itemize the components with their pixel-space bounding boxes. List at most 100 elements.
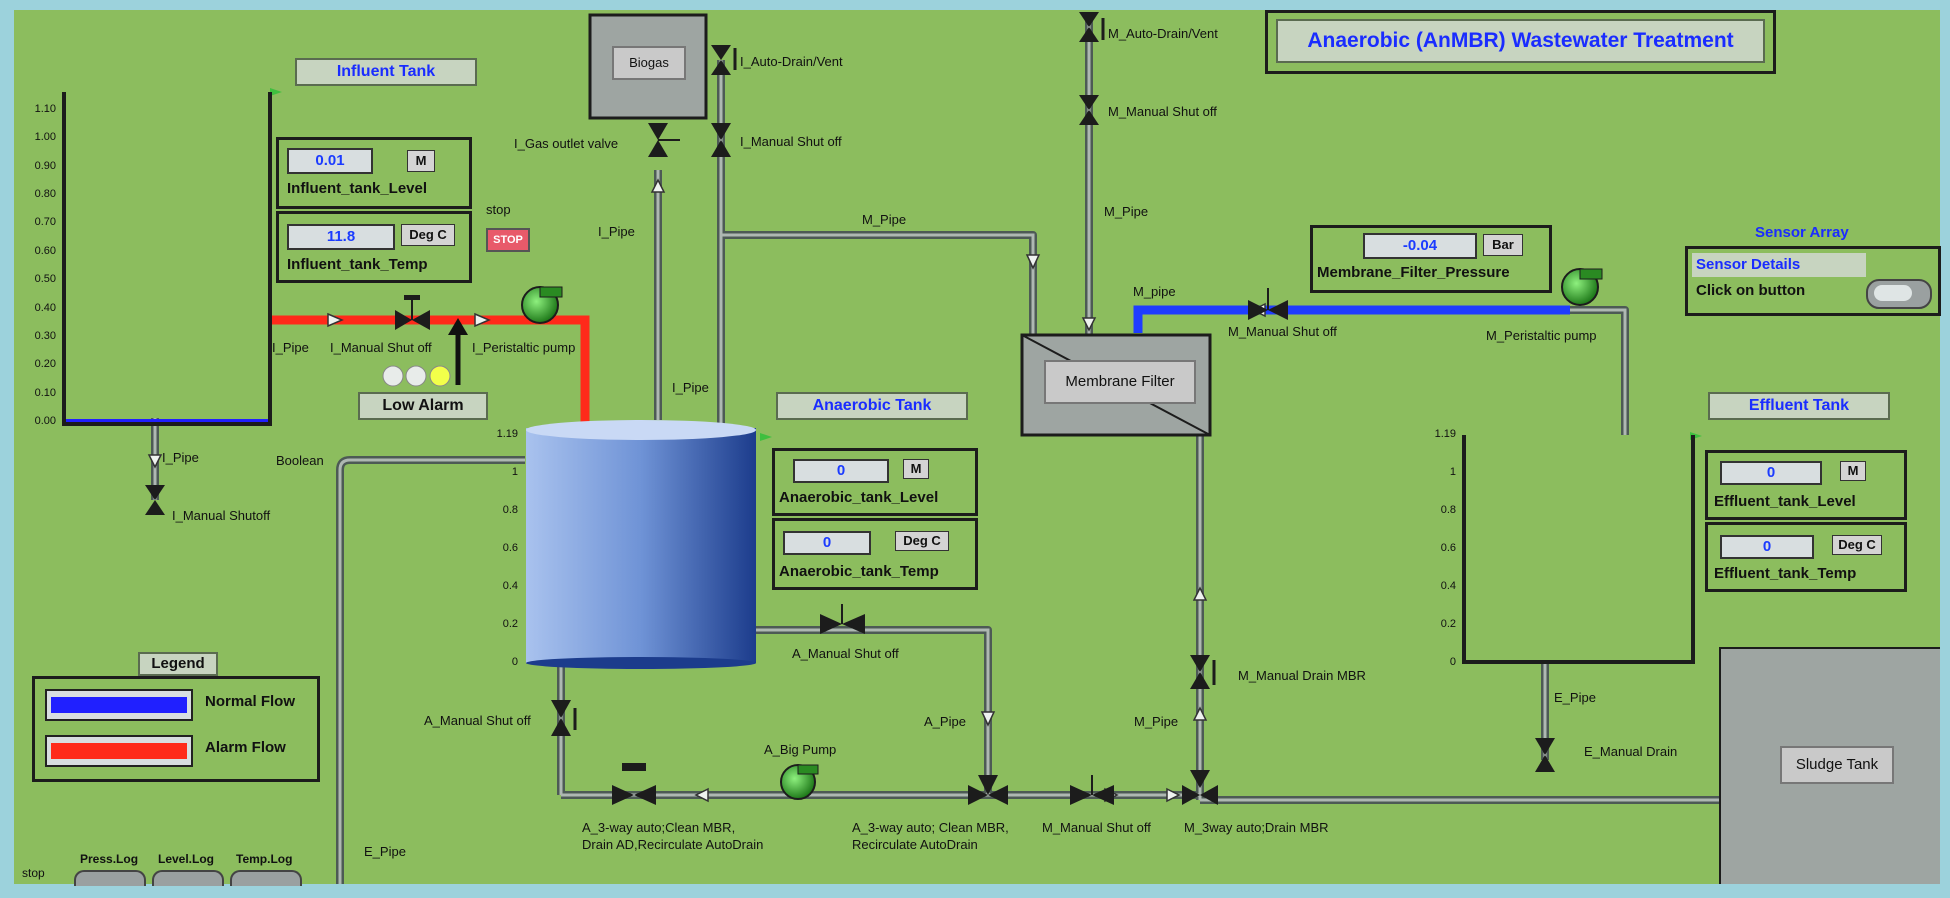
legend-panel: Normal Flow Alarm Flow bbox=[32, 676, 320, 782]
a-manual-shutoff-1-label: A_Manual Shut off bbox=[792, 646, 899, 661]
e-pipe-label-2: E_Pipe bbox=[364, 844, 406, 859]
anaerobic-level-panel: 0 M Anaerobic_tank_Level bbox=[772, 448, 978, 516]
i-manual-shutoff-top-label: I_Manual Shut off bbox=[740, 134, 842, 149]
axis-tick-label: 1 bbox=[511, 466, 518, 478]
alarm-flow-pipe bbox=[270, 315, 590, 430]
influent-temp-caption: Influent_tank_Temp bbox=[287, 256, 428, 273]
a-manual-shutoff-2-label: A_Manual Shut off bbox=[424, 713, 531, 728]
legend-title: Legend bbox=[138, 652, 218, 676]
sensor-array-panel: Sensor Details Click on button bbox=[1685, 246, 1941, 316]
axis-tick-label: 0.30 bbox=[34, 329, 56, 342]
effluent-temp-value: 0 bbox=[1720, 535, 1814, 559]
anaerobic-level-value: 0 bbox=[793, 459, 889, 483]
sensor-details-label: Sensor Details bbox=[1692, 253, 1866, 277]
normal-flow-pipe bbox=[1133, 305, 1570, 333]
temp-log-button[interactable] bbox=[230, 870, 302, 886]
a-3way-2-label-line2: Recirculate AutoDrain bbox=[852, 837, 978, 852]
m-auto-drain-label: M_Auto-Drain/Vent bbox=[1108, 26, 1218, 41]
a-big-pump-label: A_Big Pump bbox=[764, 742, 837, 757]
i-manual-shutoff-mid-label: I_Manual Shut off bbox=[330, 340, 432, 355]
a-pipe-label: A_Pipe bbox=[924, 714, 966, 729]
legend-normal-swatch-box bbox=[45, 689, 193, 721]
axis-tick-label: 0.6 bbox=[1440, 542, 1456, 554]
membrane-pressure-value: -0.04 bbox=[1363, 233, 1477, 259]
influent-level-caption: Influent_tank_Level bbox=[287, 180, 428, 197]
sensor-array-title: Sensor Array bbox=[1755, 224, 1849, 241]
influent-temp-value: 11.8 bbox=[287, 224, 395, 250]
boolean-label: Boolean bbox=[276, 453, 324, 468]
sensor-click-label: Click on button bbox=[1696, 282, 1806, 299]
axis-tick-label: 0.40 bbox=[34, 301, 56, 314]
effluent-level-caption: Effluent_tank_Level bbox=[1714, 493, 1856, 510]
axis-tick-label: 0.50 bbox=[34, 273, 56, 286]
m-pipe-label-3: M_pipe bbox=[1133, 284, 1176, 299]
influent-temp-panel: 11.8 Deg C Influent_tank_Temp bbox=[276, 211, 472, 283]
pumps bbox=[521, 268, 1603, 800]
influent-level-panel: 0.01 M Influent_tank_Level bbox=[276, 137, 472, 209]
m-pipe-label-2: M_Pipe bbox=[1104, 204, 1149, 219]
page-title: Anaerobic (AnMBR) Wastewater Treatment bbox=[1276, 19, 1765, 63]
i-pipe-label-4: I_Pipe bbox=[162, 450, 199, 465]
m-pipe-label-4: M_Pipe bbox=[1134, 714, 1179, 729]
membrane-pressure-unit: Bar bbox=[1483, 234, 1523, 256]
anaerobic-temp-value: 0 bbox=[783, 531, 871, 555]
effluent-level-unit: M bbox=[1840, 461, 1866, 481]
stop-label: stop bbox=[486, 202, 511, 217]
axis-tick-label: 1.19 bbox=[1434, 428, 1456, 440]
anaerobic-level-caption: Anaerobic_tank_Level bbox=[779, 489, 939, 506]
axis-tick-label: 0.80 bbox=[34, 188, 56, 201]
axis-tick-label: 0.2 bbox=[502, 618, 518, 630]
axis-tick-label: 0.4 bbox=[502, 580, 518, 592]
anaerobic-tank-title: Anaerobic Tank bbox=[776, 392, 968, 420]
e-manual-drain-label: E_Manual Drain bbox=[1584, 744, 1678, 759]
i-manual-shutoff-low-label: I_Manual Shutoff bbox=[172, 508, 271, 523]
sensor-button-knob bbox=[1874, 285, 1912, 301]
axis-tick-label: 0.8 bbox=[502, 504, 518, 516]
anaerobic-temp-caption: Anaerobic_tank_Temp bbox=[779, 563, 939, 580]
biogas-label: Biogas bbox=[612, 46, 686, 80]
window-frame-top bbox=[0, 0, 1950, 10]
footer-stop-label: stop bbox=[22, 866, 45, 880]
influent-tank-title: Influent Tank bbox=[295, 58, 477, 86]
a-3way-2-label-line1: A_3-way auto; Clean MBR, bbox=[852, 820, 1009, 835]
a-3way-1-label-line1: A_3-way auto;Clean MBR, bbox=[582, 820, 736, 835]
m-peristaltic-label: M_Peristaltic pump bbox=[1486, 328, 1597, 343]
legend-normal-label: Normal Flow bbox=[205, 693, 296, 710]
i-pipe-label-2: I_Pipe bbox=[672, 380, 709, 395]
m-pipe-label-1: M_Pipe bbox=[862, 212, 907, 227]
low-alarm-indicator: Low Alarm bbox=[358, 392, 488, 420]
effluent-temp-caption: Effluent_tank_Temp bbox=[1714, 565, 1857, 582]
i-peristaltic-label: I_Peristaltic pump bbox=[472, 340, 576, 355]
title-panel: Anaerobic (AnMBR) Wastewater Treatment bbox=[1265, 10, 1776, 74]
level-log-button[interactable] bbox=[152, 870, 224, 886]
axis-tick-label: 0.2 bbox=[1440, 618, 1456, 630]
e-pipe-label-1: E_Pipe bbox=[1554, 690, 1596, 705]
a-3way-1-label-line2: Drain AD,Recirculate AutoDrain bbox=[582, 837, 764, 852]
effluent-temp-unit: Deg C bbox=[1832, 535, 1882, 555]
sensor-details-button[interactable] bbox=[1866, 279, 1932, 309]
effluent-level-panel: 0 M Effluent_tank_Level bbox=[1705, 450, 1907, 520]
influent-level-unit: M bbox=[407, 150, 435, 172]
valves bbox=[145, 12, 1555, 805]
stop-button[interactable]: STOP bbox=[486, 228, 530, 252]
axis-tick-label: 0.00 bbox=[34, 415, 56, 427]
legend-alarm-swatch bbox=[51, 743, 187, 759]
window-frame-left bbox=[0, 0, 14, 898]
anaerobic-tank-vessel bbox=[526, 420, 756, 669]
press-log-button[interactable] bbox=[74, 870, 146, 886]
axis-tick-label: 0.10 bbox=[34, 386, 56, 399]
effluent-level-value: 0 bbox=[1720, 461, 1822, 485]
anaerobic-temp-unit: Deg C bbox=[895, 531, 949, 551]
membrane-pressure-panel: -0.04 Bar Membrane_Filter_Pressure bbox=[1310, 225, 1552, 293]
m-manual-shutoff-low-label: M_Manual Shut off bbox=[1042, 820, 1151, 835]
window-frame-bottom bbox=[0, 884, 1950, 898]
legend-alarm-label: Alarm Flow bbox=[205, 739, 286, 756]
anaerobic-level-unit: M bbox=[903, 459, 929, 479]
axis-tick-label: 0.70 bbox=[34, 216, 56, 229]
press-log-label: Press.Log bbox=[80, 852, 139, 866]
axis-tick-label: 0 bbox=[1449, 656, 1456, 668]
m-manual-drain-label: M_Manual Drain MBR bbox=[1238, 668, 1366, 683]
level-log-label: Level.Log bbox=[158, 852, 215, 866]
legend-alarm-swatch-box bbox=[45, 735, 193, 767]
axis-tick-label: 0.20 bbox=[34, 358, 56, 371]
